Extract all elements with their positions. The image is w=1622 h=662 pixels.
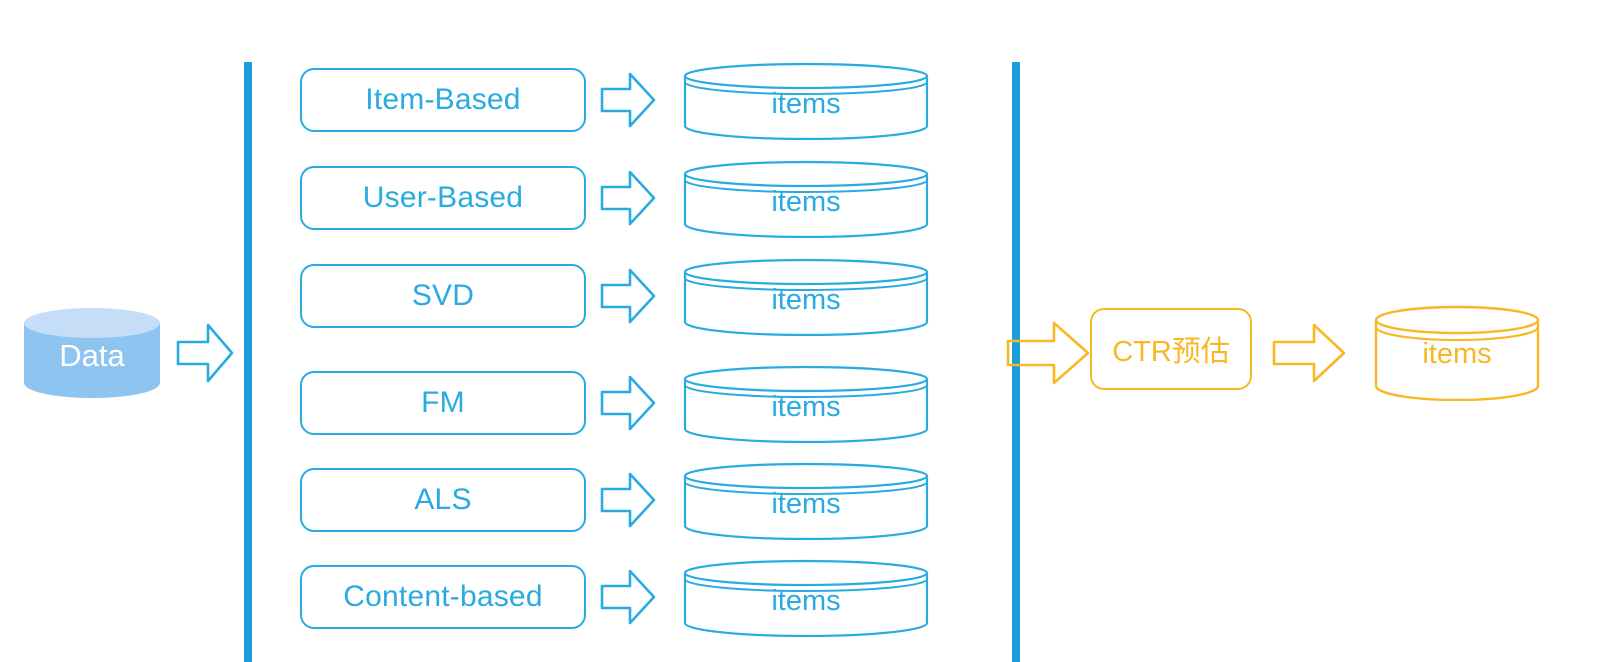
algorithm-box-6[interactable]: Content-based [300, 565, 586, 629]
ctr-prediction-label: CTR预估 [1112, 336, 1230, 368]
algorithm-label: FM [421, 386, 465, 419]
algorithm-label: ALS [414, 483, 472, 516]
data-cylinder-shape [24, 308, 160, 398]
algorithm-label: SVD [411, 279, 475, 312]
arrow-algorithm-to-items-6 [600, 568, 656, 626]
items-cylinder-shape [683, 365, 929, 444]
items-cylinder-shape [683, 559, 929, 638]
items-cylinder-6: items [683, 559, 929, 638]
items-cylinder-shape [683, 462, 929, 541]
right-divider [1012, 62, 1020, 662]
data-source-cylinder: Data [22, 307, 162, 399]
algorithm-label: Item-Based [365, 83, 521, 116]
algorithm-box-2[interactable]: User-Based [300, 166, 586, 230]
arrow-recall-to-ctr [1006, 320, 1090, 386]
items-cylinder-shape [683, 258, 929, 337]
ranking-output-cylinder-shape [1374, 305, 1540, 401]
items-cylinder-3: items [683, 258, 929, 337]
algorithm-box-4[interactable]: FM [300, 371, 586, 435]
ranking-output-cylinder: items [1374, 305, 1540, 401]
items-cylinder-shape [683, 62, 929, 141]
arrow-algorithm-to-items-1 [600, 71, 656, 129]
algorithm-box-5[interactable]: ALS [300, 468, 586, 532]
ctr-prediction-box[interactable]: CTR预估 [1090, 308, 1252, 390]
arrow-algorithm-to-items-3 [600, 267, 656, 325]
items-cylinder-4: items [683, 365, 929, 444]
algorithm-box-3[interactable]: SVD [300, 264, 586, 328]
arrow-algorithm-to-items-5 [600, 471, 656, 529]
items-cylinder-2: items [683, 160, 929, 239]
algorithm-label: Content-based [343, 580, 543, 613]
items-cylinder-shape [683, 160, 929, 239]
items-cylinder-1: items [683, 62, 929, 141]
items-cylinder-5: items [683, 462, 929, 541]
left-divider [244, 62, 252, 662]
arrow-algorithm-to-items-4 [600, 374, 656, 432]
algorithm-box-1[interactable]: Item-Based [300, 68, 586, 132]
arrow-algorithm-to-items-2 [600, 169, 656, 227]
arrow-ctr-to-output [1272, 322, 1346, 384]
algorithm-label: User-Based [362, 181, 524, 214]
arrow-data-to-recall [176, 322, 234, 384]
